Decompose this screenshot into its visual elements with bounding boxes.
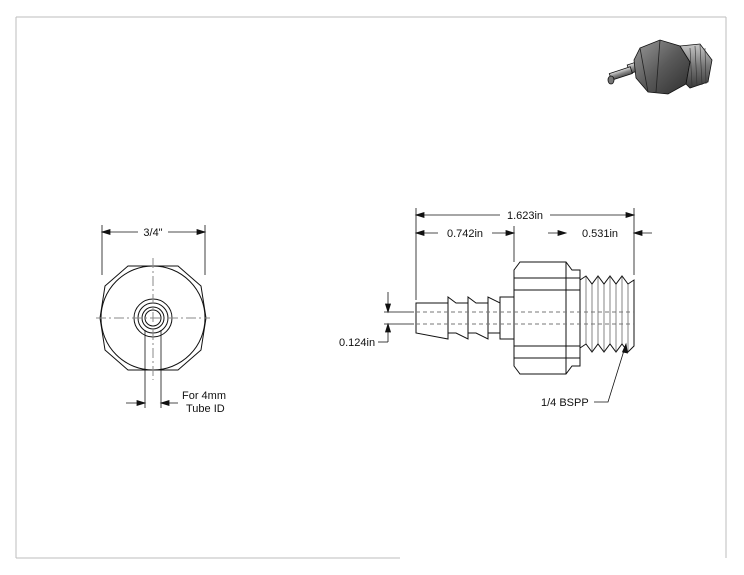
hex-body xyxy=(513,261,581,375)
bore-diameter-dimension xyxy=(378,292,414,343)
tube-id-dimension xyxy=(126,330,178,408)
tube-note-line1: For 4mm xyxy=(182,390,226,402)
side-view xyxy=(415,261,635,375)
barb-length-dimension xyxy=(414,226,516,262)
thread-length-label: 0.531in xyxy=(582,228,618,240)
end-view xyxy=(96,258,210,380)
tube-note-line2: Tube ID xyxy=(186,403,225,415)
isometric-thumbnail xyxy=(607,39,713,95)
hex-width-label: 3/4" xyxy=(143,227,162,239)
hose-barb xyxy=(415,296,515,340)
thread-callout-leader xyxy=(594,342,628,403)
overall-length-dimension xyxy=(414,208,636,300)
hex-width-dimension xyxy=(100,225,207,275)
thread-spec-label: 1/4 BSPP xyxy=(541,397,589,409)
barb-length-label: 0.742in xyxy=(447,228,483,240)
sheet-border xyxy=(15,16,727,559)
overall-length-label: 1.623in xyxy=(507,210,543,222)
bore-diameter-label: 0.124in xyxy=(339,337,375,349)
threaded-end xyxy=(579,275,635,353)
thread-length-dimension xyxy=(548,229,652,237)
